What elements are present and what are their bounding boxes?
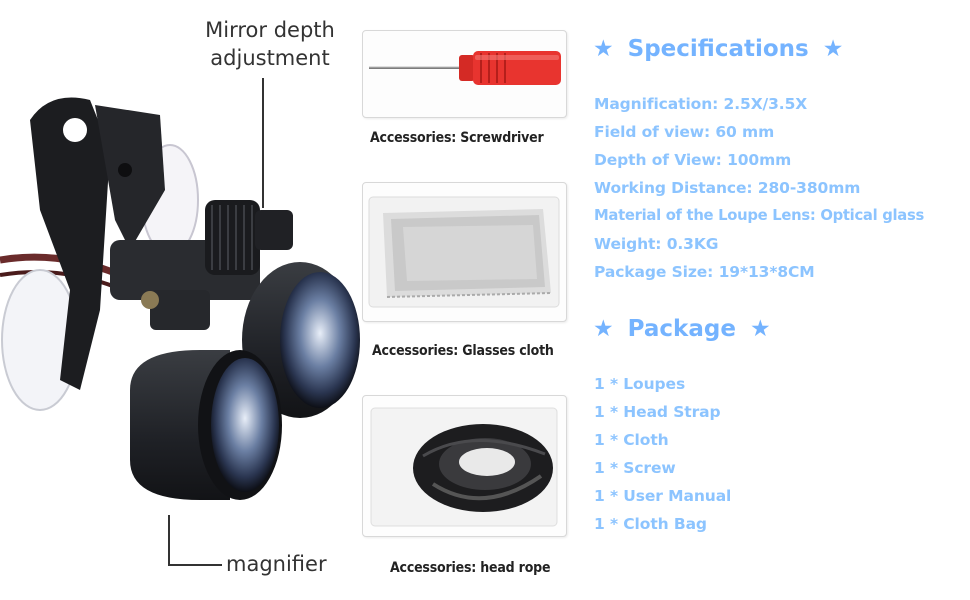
star-icon: ★ <box>593 36 614 62</box>
mirror-depth-label-line2: adjustment <box>210 46 330 70</box>
accessory-rope-box <box>362 395 567 537</box>
loupe-product-image <box>0 60 360 530</box>
list-item: 1 * Loupes <box>594 375 686 393</box>
list-item: 1 * Cloth <box>594 431 669 449</box>
mirror-depth-label: Mirror depth adjustment <box>200 16 340 72</box>
magnifier-pointer-vertical <box>168 515 170 565</box>
head-rope-icon <box>370 407 558 527</box>
magnifier-pointer-horizontal <box>168 564 222 566</box>
specifications-heading: ★ Specifications ★ <box>593 36 843 62</box>
star-icon: ★ <box>749 316 771 342</box>
list-item: 1 * Head Strap <box>594 403 721 421</box>
package-heading: ★ Package ★ <box>593 316 771 342</box>
mirror-depth-label-line1: Mirror depth <box>205 18 335 42</box>
list-item: Field of view: 60 mm <box>594 123 775 141</box>
list-item: Package Size: 19*13*8CM <box>594 263 815 281</box>
accessory-caption-screwdriver: Accessories: Screwdriver <box>370 130 544 146</box>
star-icon: ★ <box>822 36 844 62</box>
accessory-caption-cloth: Accessories: Glasses cloth <box>372 343 554 359</box>
package-list: 1 * Loupes 1 * Head Strap 1 * Cloth 1 * … <box>594 370 731 538</box>
magnifier-label: magnifier <box>226 552 327 576</box>
list-item: 1 * Cloth Bag <box>594 515 707 533</box>
screwdriver-icon <box>369 51 561 85</box>
specifications-list: Magnification: 2.5X/3.5X Field of view: … <box>594 90 924 286</box>
loupe-icon <box>0 97 360 500</box>
package-title: Package <box>627 316 736 342</box>
accessory-caption-rope: Accessories: head rope <box>390 560 551 576</box>
list-item: Magnification: 2.5X/3.5X <box>594 95 808 113</box>
list-item: 1 * User Manual <box>594 487 732 505</box>
specifications-title: Specifications <box>627 36 809 62</box>
glasses-cloth-icon <box>368 196 560 308</box>
accessory-cloth-box <box>362 182 567 322</box>
list-item: Working Distance: 280-380mm <box>594 179 861 197</box>
list-item: Material of the Loupe Lens: Optical glas… <box>594 207 924 224</box>
accessory-screwdriver-box <box>362 30 567 118</box>
list-item: Weight: 0.3KG <box>594 235 719 253</box>
list-item: Depth of View: 100mm <box>594 151 792 169</box>
star-icon: ★ <box>593 316 614 342</box>
mirror-depth-pointer <box>262 78 264 208</box>
list-item: 1 * Screw <box>594 459 676 477</box>
